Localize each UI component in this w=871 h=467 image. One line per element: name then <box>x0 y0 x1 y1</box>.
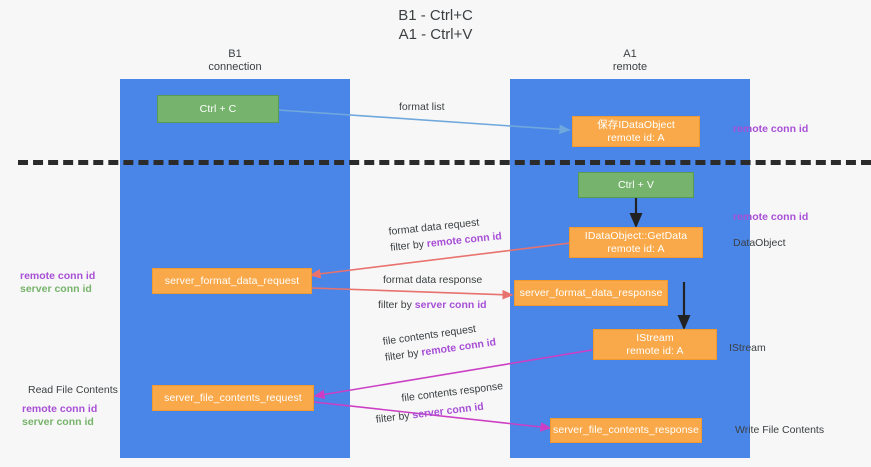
edge-label-format-data-response-filter: filter by server conn id <box>378 299 487 312</box>
filter-prefix-4: filter by <box>375 409 414 426</box>
edge-label-format-list: format list <box>399 101 445 113</box>
column-header-a1: A1 remote <box>612 48 648 73</box>
filter-prefix-3: filter by <box>384 346 423 364</box>
filter-prefix: filter by <box>389 238 428 254</box>
column-header-b1: B1 connection <box>208 48 262 73</box>
node-idataobject-getdata[interactable]: IDataObject::GetData remote id: A <box>569 227 703 258</box>
annotation-dataobject: DataObject <box>733 237 786 249</box>
node-ctrl-c[interactable]: Ctrl + C <box>157 95 279 123</box>
node-istream[interactable]: IStream remote id: A <box>593 329 717 360</box>
diagram-title: B1 - Ctrl+C A1 - Ctrl+V <box>398 7 473 43</box>
annotation-left-remote-conn-id: remote conn id <box>20 270 96 282</box>
annotation-write-file-contents: Write File Contents <box>735 424 825 436</box>
edge-label-format-data-request-group: format data request filter by remote con… <box>388 214 502 255</box>
node-ctrl-v[interactable]: Ctrl + V <box>578 172 694 198</box>
filter-key-server-conn-id: server conn id <box>414 299 487 311</box>
annotation-left-server-conn-id: server conn id <box>20 283 92 295</box>
node-server-file-contents-request[interactable]: server_file_contents_request <box>152 385 314 411</box>
annotation-remote-conn-id-mid: remote conn id <box>733 211 809 223</box>
annotation-left-remote-conn-id-2: remote conn id <box>22 403 98 415</box>
node-server-format-data-request[interactable]: server_format_data_request <box>152 268 312 294</box>
edge-label-file-contents-response-group: file contents response filter by server … <box>373 380 506 427</box>
filter-prefix-2: filter by <box>378 299 415 311</box>
node-server-file-contents-response[interactable]: server_file_contents_response <box>550 418 702 443</box>
edge-label-file-contents-request-group: file contents request filter by remote c… <box>382 320 497 364</box>
edge-label-file-contents-response-filter: filter by server conn id <box>375 398 506 427</box>
annotation-istream: IStream <box>729 342 766 354</box>
annotation-left-server-conn-id-2: server conn id <box>22 416 94 428</box>
filter-key-server-conn-id-2: server conn id <box>411 400 485 422</box>
node-server-format-data-response[interactable]: server_format_data_response <box>514 280 668 306</box>
annotation-remote-conn-id-top: remote conn id <box>733 123 809 135</box>
annotation-read-file-contents: Read File Contents <box>28 384 118 396</box>
edge-label-format-data-response: format data response <box>383 274 483 286</box>
phase-divider <box>18 160 871 165</box>
node-save-idataobject[interactable]: 保存IDataObject remote id: A <box>572 116 700 147</box>
